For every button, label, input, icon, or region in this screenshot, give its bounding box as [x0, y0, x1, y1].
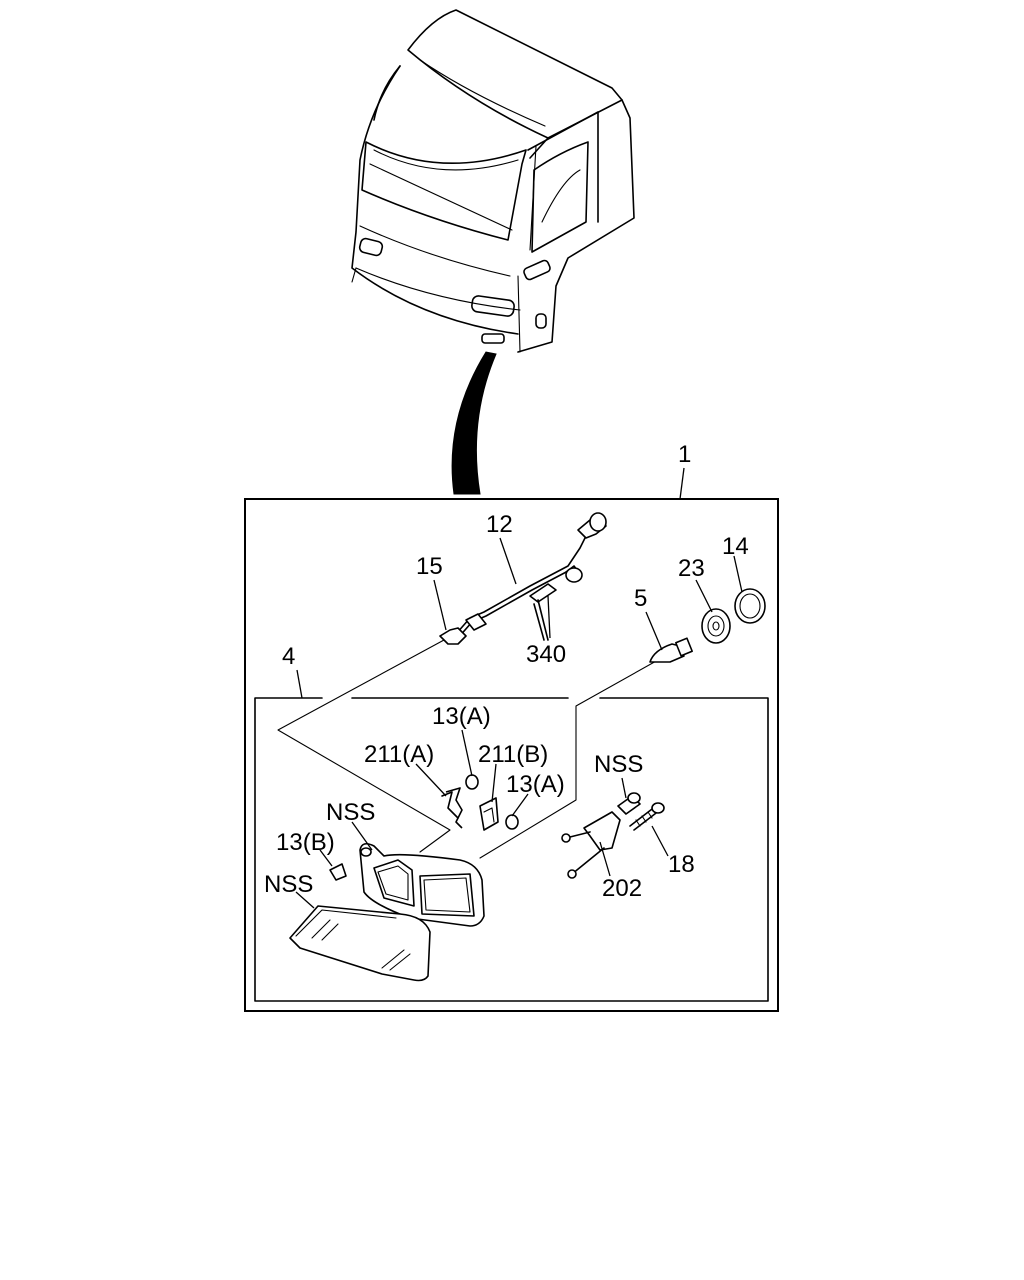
bracket-202	[561, 811, 621, 879]
callout-nss-bolt: NSS	[594, 751, 643, 778]
callout-13a-mid: 13(A)	[506, 771, 565, 798]
clip-211b	[479, 797, 499, 831]
truck-cab	[351, 9, 635, 353]
clip-211a	[441, 787, 463, 829]
callout-15: 15	[416, 553, 443, 580]
callout-1: 1	[678, 441, 691, 468]
callout-5: 5	[634, 585, 647, 612]
callout-12: 12	[486, 511, 513, 538]
ring-14	[734, 588, 766, 624]
wire-harness	[439, 512, 607, 645]
leaders	[295, 537, 743, 909]
callout-340: 340	[526, 641, 566, 668]
callout-211b: 211(B)	[478, 741, 548, 768]
bulb-5	[649, 637, 693, 663]
clip-13a-top	[465, 774, 479, 790]
assembly-box-outer	[244, 498, 779, 1012]
lamp-lens	[289, 905, 431, 982]
callout-202: 202	[602, 875, 642, 902]
callout-18: 18	[668, 851, 695, 878]
callout-13a-top: 13(A)	[432, 703, 491, 730]
socket-23	[701, 608, 731, 644]
pointer-arrow	[451, 351, 497, 495]
callout-14: 14	[722, 533, 749, 560]
callout-211a: 211(A)	[364, 741, 434, 768]
bolt-nss	[617, 792, 641, 815]
bolt-18	[629, 802, 665, 831]
callout-23: 23	[678, 555, 705, 582]
clip-13a-mid	[505, 814, 519, 830]
screw-340	[529, 583, 557, 641]
callout-13b: 13(B)	[276, 829, 335, 856]
callout-nss-lens: NSS	[264, 871, 313, 898]
callout-nss-gasket: NSS	[326, 799, 375, 826]
clip-13b	[329, 863, 347, 881]
assembly-box-inner	[254, 697, 769, 1002]
callout-4: 4	[282, 643, 295, 670]
